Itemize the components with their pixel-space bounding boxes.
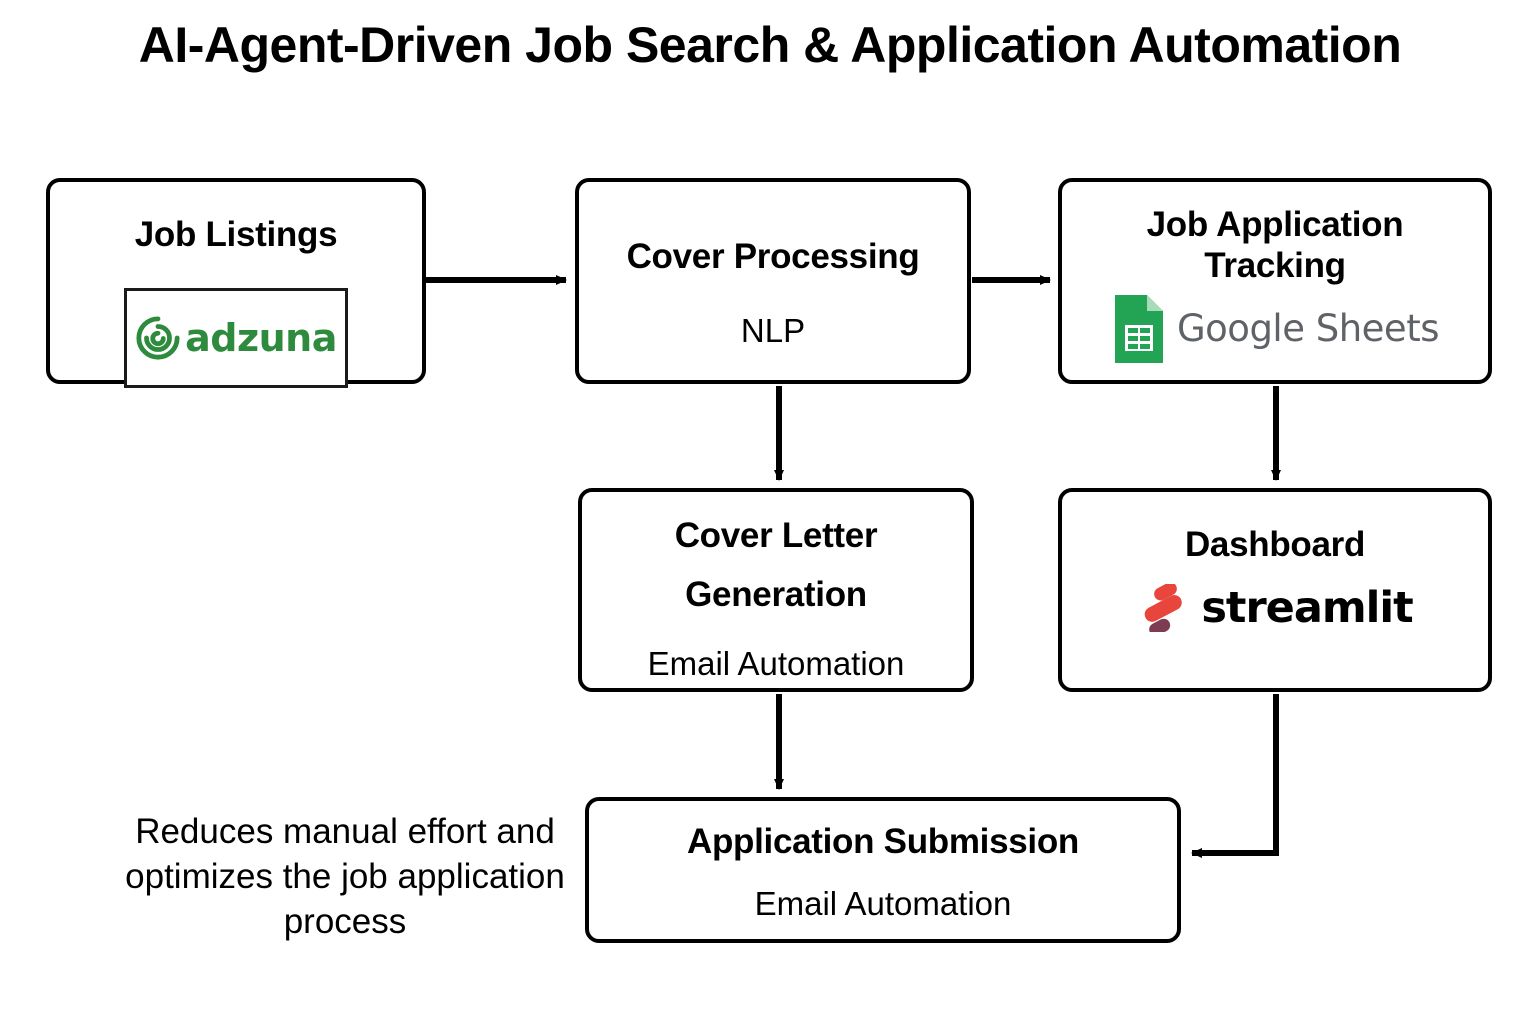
node-job-listings-heading: Job Listings <box>134 215 338 254</box>
adzuna-wordmark: adzuna <box>185 316 337 360</box>
streamlit-icon <box>1145 584 1183 633</box>
node-submission-heading: Application Submission <box>686 821 1080 861</box>
node-cover-letter-generation[interactable]: Cover Letter Generation Email Automation <box>578 488 974 692</box>
node-cover-processing-heading: Cover Processing <box>626 236 920 276</box>
node-job-tracking-heading-line1: Job Application <box>1146 205 1404 244</box>
node-dashboard[interactable]: Dashboard streamlit <box>1058 488 1492 692</box>
node-cover-letter-heading-line2: Generation <box>685 575 867 615</box>
node-job-tracking-heading-line2: Tracking <box>1204 246 1346 286</box>
adzuna-logo: adzuna <box>135 315 337 361</box>
node-dashboard-heading: Dashboard <box>1184 525 1366 564</box>
node-cover-processing[interactable]: Cover Processing NLP <box>575 178 971 384</box>
streamlit-wordmark: streamlit <box>1201 583 1413 634</box>
edge-dashboard-to-submission <box>1191 694 1279 858</box>
adzuna-spiral-icon <box>136 316 180 360</box>
streamlit-logo: streamlit <box>1137 583 1414 634</box>
node-submission-subtext: Email Automation <box>754 884 1012 922</box>
node-job-application-tracking[interactable]: Job Application Tracking Google Sheets <box>1058 178 1492 384</box>
google-sheets-icon <box>1115 294 1163 363</box>
google-sheets-wordmark: Google Sheets <box>1177 307 1440 351</box>
node-cover-letter-heading-line1: Cover Letter <box>674 515 878 555</box>
google-sheets-logo: Google Sheets <box>1111 293 1440 365</box>
adzuna-logo-frame: adzuna <box>124 288 348 388</box>
page-title: AI-Agent-Driven Job Search & Application… <box>138 17 1402 73</box>
node-cover-processing-subtext: NLP <box>740 311 806 349</box>
node-cover-letter-subtext: Email Automation <box>647 644 905 682</box>
node-application-submission[interactable]: Application Submission Email Automation <box>585 797 1181 943</box>
node-job-listings[interactable]: Job Listings adzuna <box>46 178 426 388</box>
caption-text: Reduces manual effort and optimizes the … <box>125 812 565 941</box>
